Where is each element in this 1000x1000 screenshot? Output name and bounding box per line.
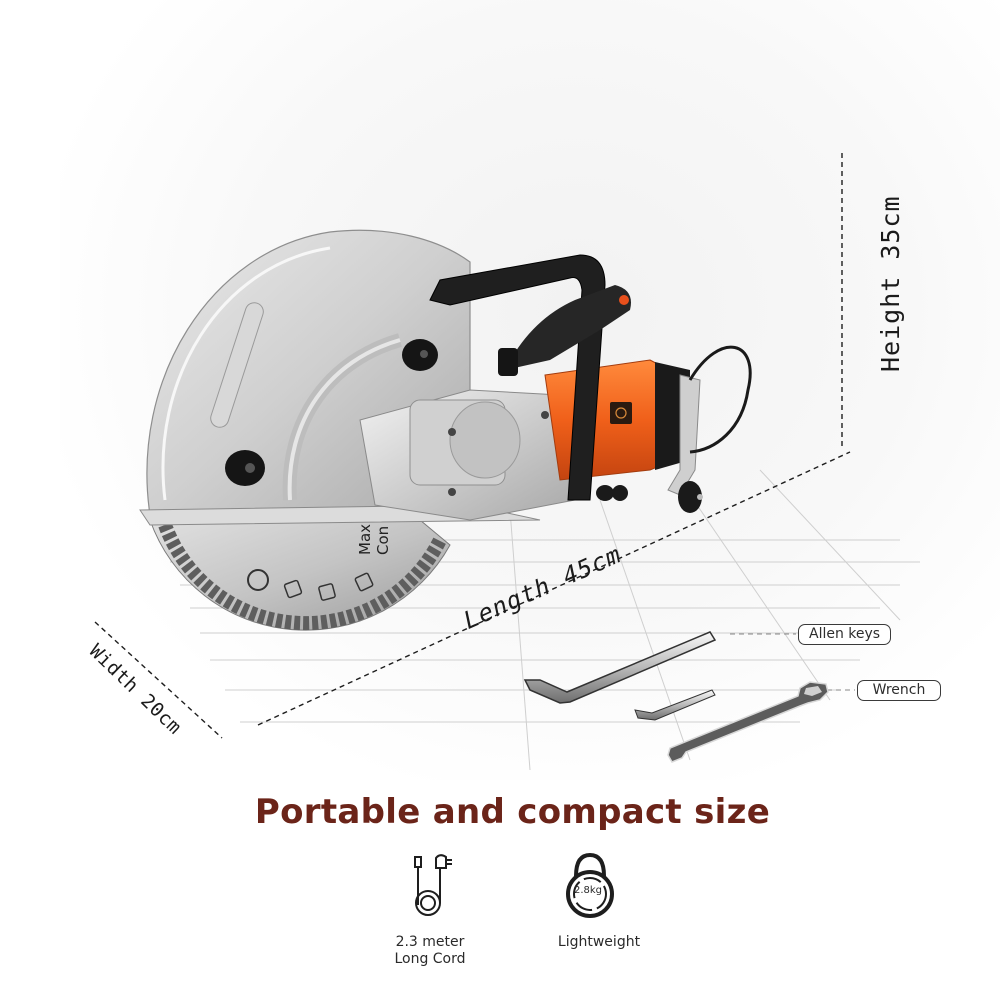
brand-badge — [610, 402, 632, 424]
power-cord-icon — [414, 854, 452, 916]
trigger-button — [619, 295, 629, 305]
blade-text-con: Con — [374, 526, 392, 555]
kettlebell-weight-icon — [566, 852, 614, 918]
d-handle — [429, 254, 631, 501]
blade-text-max: Max — [356, 524, 374, 555]
allen-key-small — [634, 689, 716, 721]
allen-key-large — [523, 631, 717, 704]
allen-keys-callout: Allen keys — [798, 624, 892, 645]
feature-weight-label: Lightweight — [557, 934, 641, 950]
power-cord — [688, 345, 752, 454]
rear-bracket — [596, 374, 703, 513]
motor-housing — [544, 359, 691, 481]
rear-wheel — [678, 481, 702, 513]
feature-cord-label: 2.3 meter Long Cord — [380, 934, 480, 968]
dimension-lines — [94, 153, 855, 739]
width-dimension-line — [94, 621, 223, 739]
wall-chaser-saw: Max Con — [139, 229, 752, 631]
headline: Portable and compact size — [254, 792, 771, 832]
cord-length-text: 2.3 meter — [395, 934, 465, 950]
wrench — [667, 681, 829, 763]
diamond-blade: Max Con — [149, 519, 451, 631]
wrench-callout: Wrench — [857, 680, 941, 701]
weight-badge: 2.8kg — [573, 885, 603, 896]
handle-knob — [498, 348, 518, 376]
guard-lock-knob — [402, 339, 438, 371]
depth-lock-knob — [225, 450, 265, 486]
cord-type-text: Long Cord — [394, 951, 466, 967]
gear-housing — [359, 389, 576, 521]
length-dimension-line — [257, 451, 851, 726]
height-dimension-label: Height 35cm — [876, 195, 905, 372]
